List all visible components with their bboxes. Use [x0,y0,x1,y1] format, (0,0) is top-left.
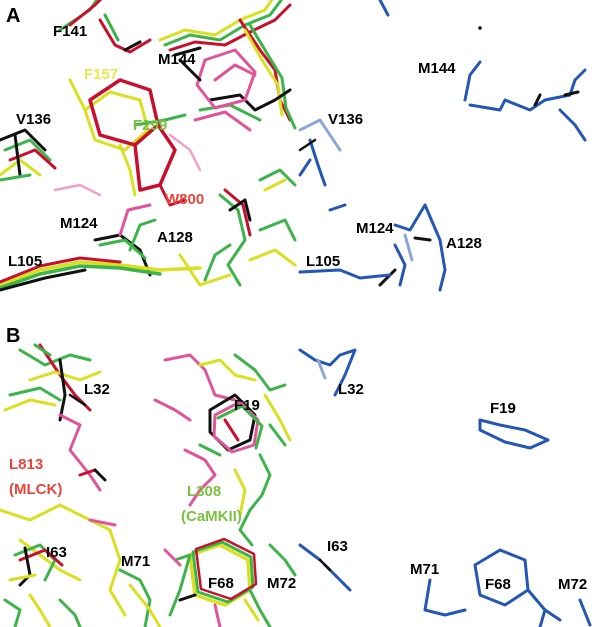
label-a-right-m124: M124 [356,220,394,237]
panel-b-right-labels: L32 F19 I63 M71 F68 M72 [327,381,587,593]
label-b-mlck: (MLCK) [9,481,62,498]
label-b-right-m72: M72 [558,576,587,593]
label-b-right-i63: I63 [327,538,348,555]
label-b-l32: L32 [84,381,110,398]
label-a-right-v136: V136 [328,111,363,128]
panel-b-left-labels: L32 F19 L813 (MLCK) L308 (CaMKII) I63 M7… [9,381,296,592]
label-b-right-f19: F19 [490,400,516,417]
label-b-i63: I63 [46,544,67,561]
label-a-right-a128: A128 [446,235,482,252]
panel-a-left-structure [0,0,297,292]
panel-a-right-labels: M144 V136 M124 A128 L105 [306,60,482,270]
label-a-right-m144: M144 [418,60,456,77]
label-a-l105: L105 [8,253,42,270]
panel-a-left-labels: F141 M144 F157 V136 F299 W800 M124 A128 … [8,23,204,270]
label-a-m144: M144 [158,51,196,68]
panel-b-right-structure [298,348,592,627]
label-b-right-m71: M71 [410,561,439,578]
label-a-a128: A128 [157,229,193,246]
label-b-right-f68: F68 [485,576,511,593]
label-b-l813: L813 [9,456,43,473]
label-b-l308: L308 [187,483,221,500]
label-a-m124: M124 [60,215,98,232]
label-a-w800: W800 [165,191,204,208]
panel-a-letter: A [6,5,20,27]
panel-a-right-structure [298,0,587,292]
panel-b: B L32 F19 L813 (MLCK) L308 (CaMKII) I63 … [0,325,592,627]
label-a-right-l105: L105 [306,253,340,270]
label-b-f68: F68 [208,575,234,592]
panel-b-left-structure [0,343,297,627]
label-b-camkii: (CaMKII) [181,508,242,525]
label-a-f157: F157 [84,66,118,83]
label-a-f141: F141 [53,23,87,40]
label-b-right-l32: L32 [338,381,364,398]
label-b-f19: F19 [234,397,260,414]
label-a-v136: V136 [16,111,51,128]
panel-a: A F141 M144 F157 V136 F299 W800 M124 A12… [0,0,587,292]
label-a-f299: F299 [133,117,167,134]
label-b-m71: M71 [121,553,150,570]
label-b-m72: M72 [267,575,296,592]
panel-b-letter: B [6,325,20,347]
